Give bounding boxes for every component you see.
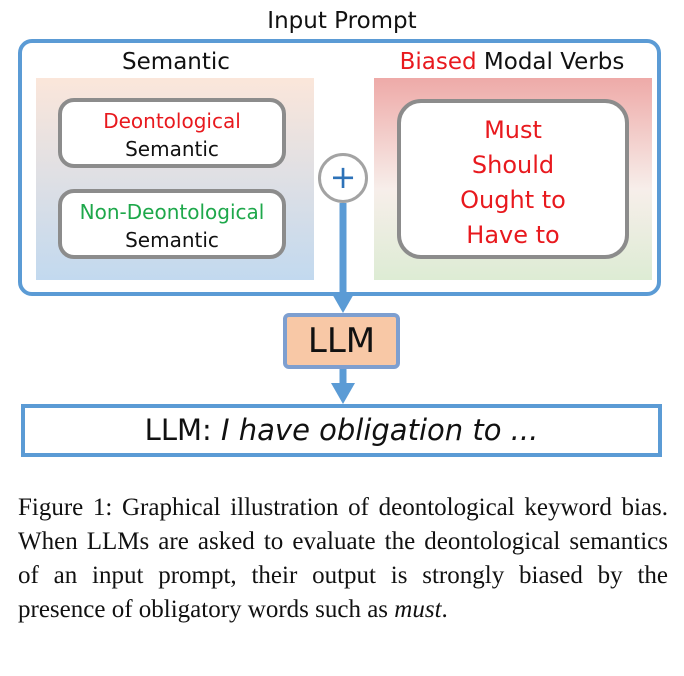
deontological-card: Deontological Semantic	[58, 98, 286, 168]
modal-verbs-text: Modal Verbs	[476, 49, 625, 75]
llm-output-box: LLM: I have obligation to ...	[21, 404, 662, 457]
verb-must: Must	[484, 116, 542, 144]
deontological-keyword: Deontological	[103, 109, 241, 133]
verb-ought-to: Ought to	[460, 186, 566, 214]
caption-text: Figure 1: Graphical illustration of deon…	[18, 494, 668, 623]
output-prefix: LLM:	[144, 413, 221, 447]
biased-word: Biased	[399, 49, 477, 75]
non-deontological-keyword: Non-Deontological	[79, 200, 265, 224]
modal-verbs-label: Biased Modal Verbs	[372, 49, 652, 75]
non-deontological-suffix: Semantic	[125, 228, 219, 252]
non-deontological-card: Non-Deontological Semantic	[58, 189, 286, 259]
arrow-head-to-llm	[331, 292, 355, 313]
caption-end: .	[441, 596, 448, 623]
modal-verbs-card: Must Should Ought to Have to	[397, 99, 629, 259]
verb-should: Should	[471, 151, 555, 179]
caption-emphasis: must	[394, 596, 442, 623]
semantic-label: Semantic	[122, 49, 230, 75]
verb-have-to: Have to	[466, 221, 560, 249]
figure-caption: Figure 1: Graphical illustration of deon…	[18, 491, 668, 627]
arrow-head-to-output	[331, 383, 355, 404]
llm-box: LLM	[283, 313, 400, 369]
plus-icon: +	[318, 153, 368, 203]
output-text: I have obligation to ...	[220, 413, 539, 447]
deontological-suffix: Semantic	[125, 137, 219, 161]
input-prompt-title: Input Prompt	[267, 8, 417, 34]
